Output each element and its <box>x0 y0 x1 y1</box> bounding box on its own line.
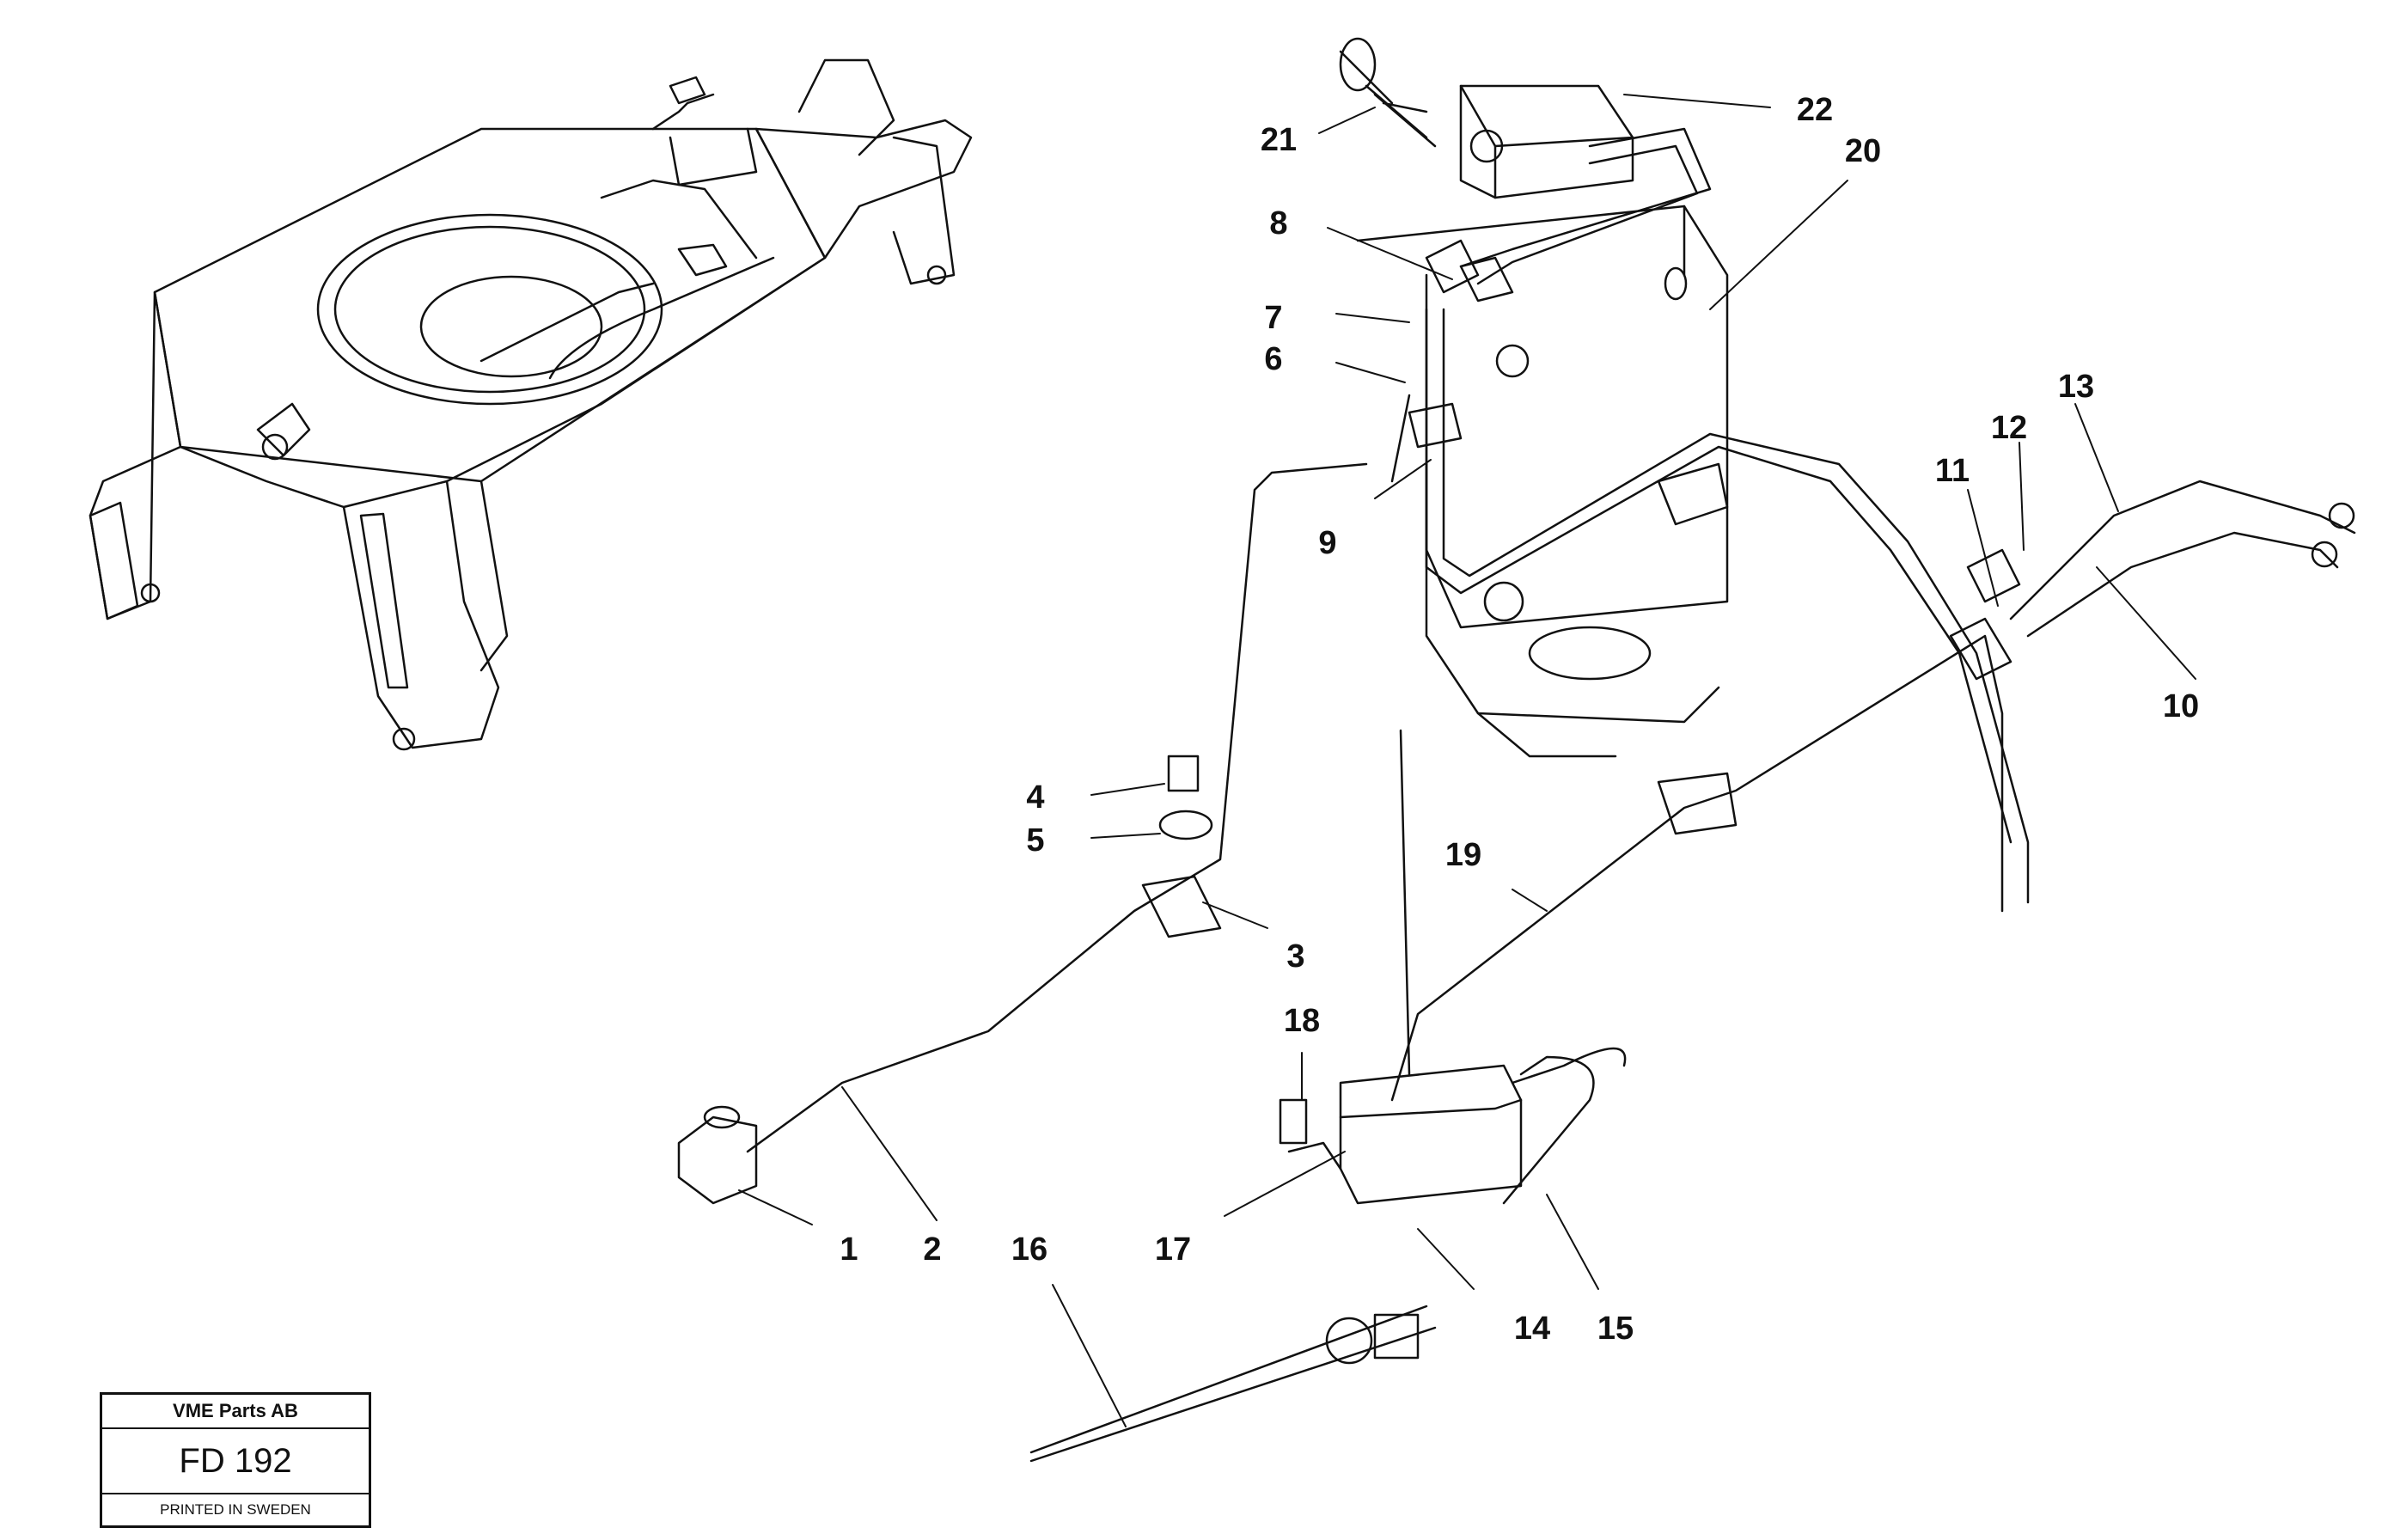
callout-2: 2 <box>923 1231 941 1268</box>
callout-4: 4 <box>1026 779 1044 816</box>
frame-overview-drawing <box>89 58 973 751</box>
callout-16: 16 <box>1011 1231 1047 1268</box>
callout-3: 3 <box>1286 938 1304 975</box>
callout-13: 13 <box>2058 369 2094 405</box>
callout-15: 15 <box>1597 1311 1634 1347</box>
company-name: VME Parts AB <box>102 1395 369 1429</box>
pipework <box>746 127 2356 1463</box>
callout-19: 19 <box>1445 837 1481 873</box>
callout-9: 9 <box>1318 525 1336 561</box>
callout-numbers: 1 2 3 4 5 6 7 8 9 10 11 12 13 14 15 16 1… <box>840 92 2199 1347</box>
callout-21: 21 <box>1261 122 1297 158</box>
oil-tank-drawing <box>1339 37 1729 758</box>
callout-12: 12 <box>1991 410 2027 446</box>
callout-20: 20 <box>1845 133 1881 169</box>
callout-1: 1 <box>840 1231 858 1268</box>
callout-14: 14 <box>1514 1311 1550 1347</box>
callout-22: 22 <box>1797 92 1833 128</box>
components <box>677 239 2355 1365</box>
callout-18: 18 <box>1284 1003 1320 1039</box>
leader-lines <box>738 94 2196 1427</box>
callout-11: 11 <box>1935 453 1970 489</box>
callout-10: 10 <box>2163 688 2199 724</box>
diagram-number: FD 192 <box>102 1429 369 1494</box>
printed-note: PRINTED IN SWEDEN <box>160 1501 311 1518</box>
title-block: VME Parts AB FD 192 PRINTED IN SWEDEN <box>100 1392 371 1528</box>
callout-5: 5 <box>1026 822 1044 859</box>
callout-8: 8 <box>1269 205 1287 241</box>
callout-6: 6 <box>1264 341 1282 377</box>
callout-7: 7 <box>1264 300 1282 336</box>
callout-17: 17 <box>1155 1231 1191 1268</box>
